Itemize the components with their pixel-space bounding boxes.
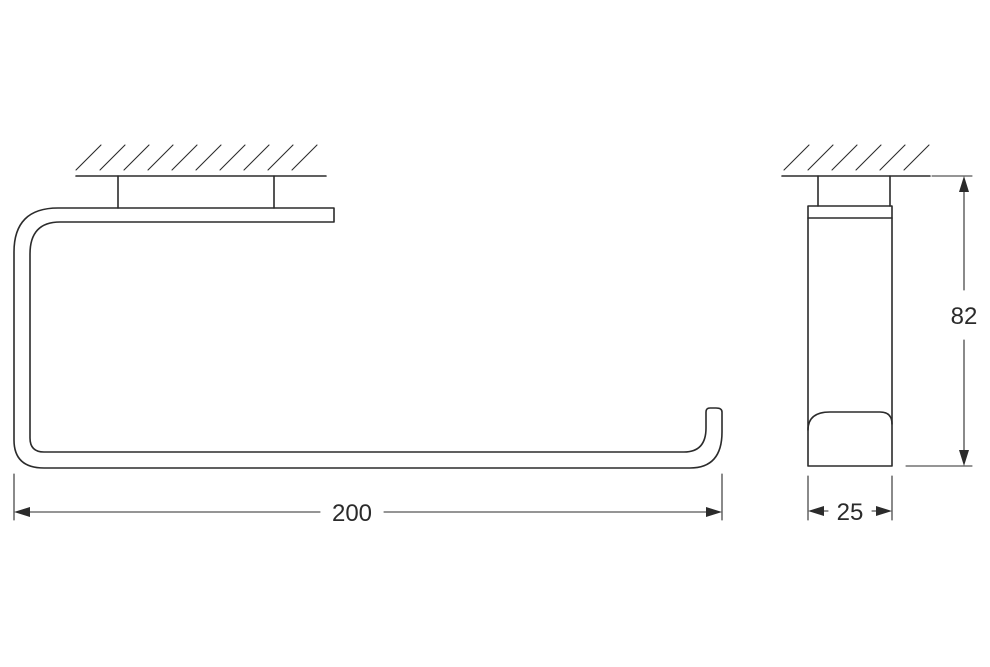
side-view [781,144,931,467]
front-mount-block [117,175,275,209]
side-hook-profile [807,411,893,431]
side-wall-hatch [781,144,931,177]
height-dimension: 82 [905,175,978,467]
front-view [13,144,723,469]
front-wall-hatch [75,144,327,177]
width-dimension: 200 [13,473,723,527]
height-label: 82 [951,303,978,330]
towel-holder-outer [13,207,723,469]
side-mount-block [817,175,891,207]
depth-label: 25 [837,499,864,526]
width-label: 200 [332,500,372,527]
side-profile [807,205,893,467]
depth-dimension: 25 [807,475,893,526]
